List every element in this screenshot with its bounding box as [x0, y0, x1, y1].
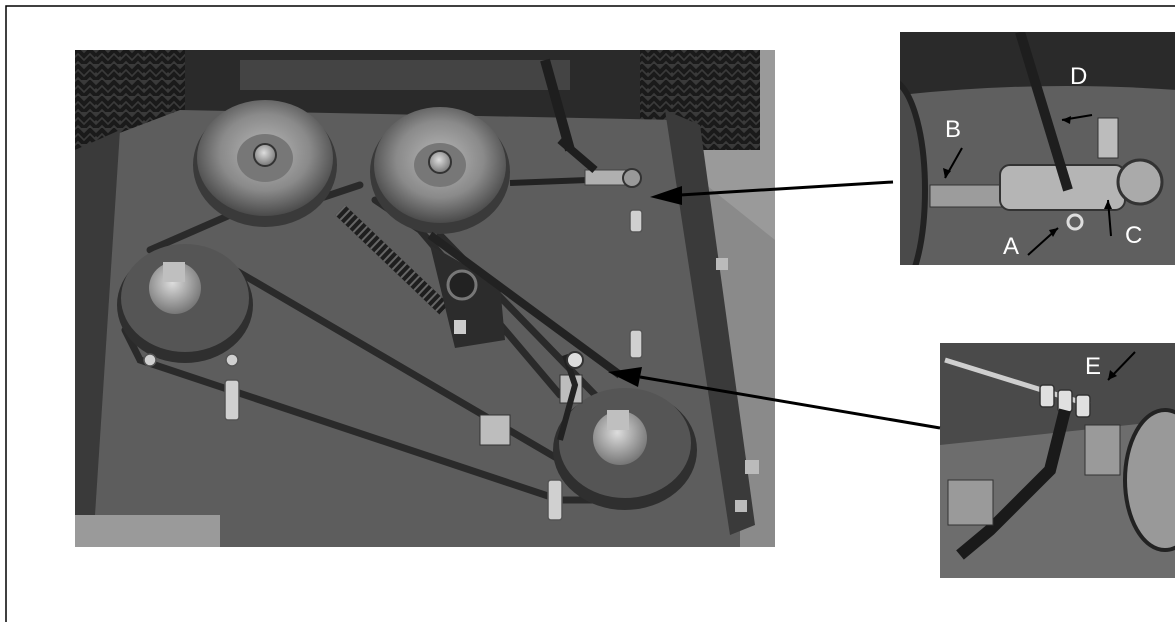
inset-nuts	[1039, 384, 1091, 418]
rail-bolt-right-3	[735, 500, 747, 512]
tension-spring	[335, 204, 450, 316]
inset-adjuster-detail: B D A C	[900, 32, 1175, 265]
inset-pulley-edge	[900, 80, 928, 265]
inset-pivot	[1116, 158, 1164, 206]
inset-cotter-pin	[1066, 213, 1084, 231]
callout-c: C	[1125, 222, 1142, 249]
bracket-bolt	[454, 320, 466, 334]
inset-bracket-left	[947, 479, 994, 526]
pointer-arrows	[608, 180, 941, 430]
figure-frame	[5, 5, 1175, 622]
inset-bracket-right	[1084, 424, 1121, 476]
adjuster-nut	[566, 351, 584, 369]
pulley-bottom-right	[553, 388, 697, 510]
deck-bolts	[143, 209, 643, 521]
tractor-axle	[240, 60, 570, 90]
pulley-top-left	[193, 100, 337, 227]
inset-pulley-right	[1123, 408, 1175, 552]
right-side-rail	[665, 110, 755, 535]
callout-d: D	[1070, 63, 1087, 90]
tension-rod-linkage	[509, 58, 642, 188]
rail-bolt-right	[716, 258, 728, 270]
arrow-to-adjuster	[679, 180, 894, 197]
inset-rod	[1015, 32, 1073, 192]
callout-a: A	[1003, 233, 1019, 260]
brake-bracket	[479, 351, 584, 446]
pulley-top-center	[370, 107, 510, 234]
inset-bolt	[1097, 117, 1119, 159]
callout-e: E	[1085, 353, 1101, 380]
main-photo	[75, 50, 775, 547]
inset-brake-detail: E	[940, 343, 1175, 578]
arrow-to-brake	[639, 375, 941, 430]
brake-rod	[427, 231, 623, 379]
inset-brake-arm	[956, 408, 1071, 560]
inset-threaded-rod	[929, 184, 1006, 208]
callout-b: B	[945, 116, 961, 143]
idler-bracket-nut	[446, 269, 478, 301]
rail-bolt-right-2	[745, 460, 759, 474]
pulley-left	[117, 244, 253, 363]
left-side-rail	[75, 130, 120, 515]
